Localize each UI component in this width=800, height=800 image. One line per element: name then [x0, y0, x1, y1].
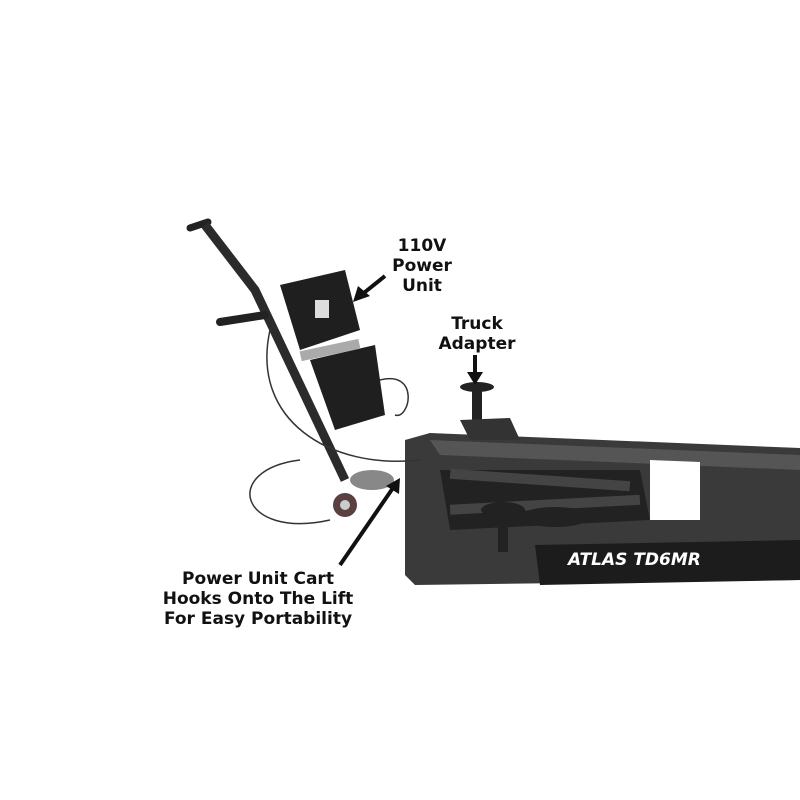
callout-arrows	[338, 274, 483, 567]
callout-line: Unit	[402, 276, 442, 296]
callout-cart: Power Unit Cart Hooks Onto The Lift For …	[148, 569, 368, 629]
callout-line: 110V	[397, 236, 447, 256]
callout-truck-adapter: Truck Adapter	[432, 314, 522, 354]
callout-power-unit: 110V Power Unit	[382, 236, 462, 296]
power-unit-cart	[186, 218, 421, 525]
callout-line: Adapter	[438, 334, 516, 354]
callout-line: Power	[392, 256, 452, 276]
lift-frame	[405, 433, 800, 585]
callout-line: Power Unit Cart	[182, 569, 334, 589]
callout-line: Truck	[451, 314, 503, 334]
brand-label: ATLAS TD6MR	[568, 550, 701, 570]
truck-adapter	[460, 382, 520, 440]
callout-line: Hooks Onto The Lift	[162, 589, 354, 609]
callout-line: For Easy Portability	[163, 609, 353, 629]
